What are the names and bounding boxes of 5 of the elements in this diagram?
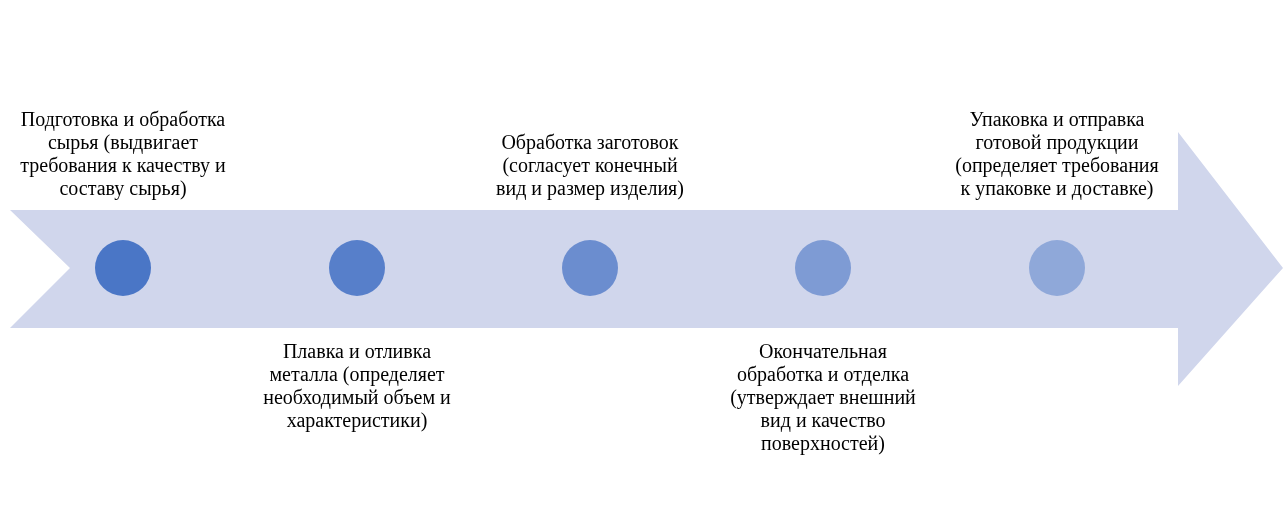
step-description: Плавка и отливка металла (определяет необходимый объем и характеристики) [262,340,452,432]
step-description: Упаковка и отправка готовой продукции (определяет требования к упаковке и доставке) [954,108,1160,200]
step-description: Подготовка и обработка сырья (выдвигает требования к качеству и составу сырья) [19,108,227,200]
step-description: Обработка заготовок (согласует конечный вид и размер изделия) [495,131,685,200]
step-description: Окончательная обработка и отделка (утверждает внешний вид и качество поверхностей) [729,340,917,455]
